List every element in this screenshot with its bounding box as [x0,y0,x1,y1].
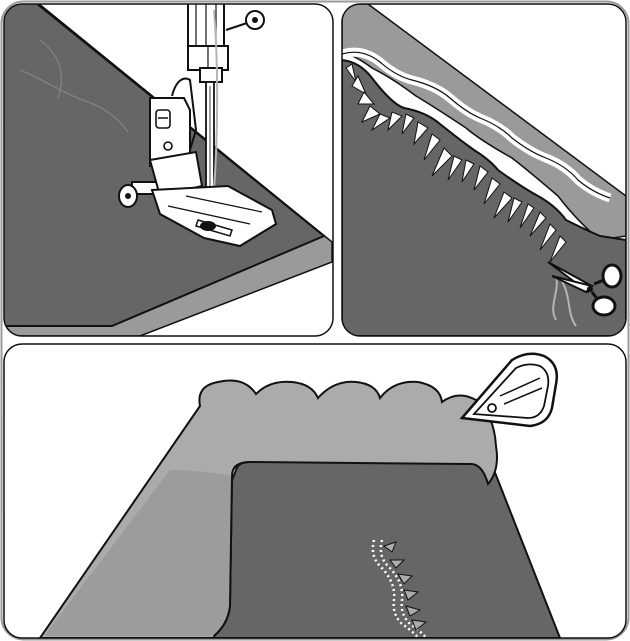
panel-2-trimming [342,4,626,336]
panel-3-pressing [4,344,626,640]
panel-1-presser-foot [0,0,333,336]
